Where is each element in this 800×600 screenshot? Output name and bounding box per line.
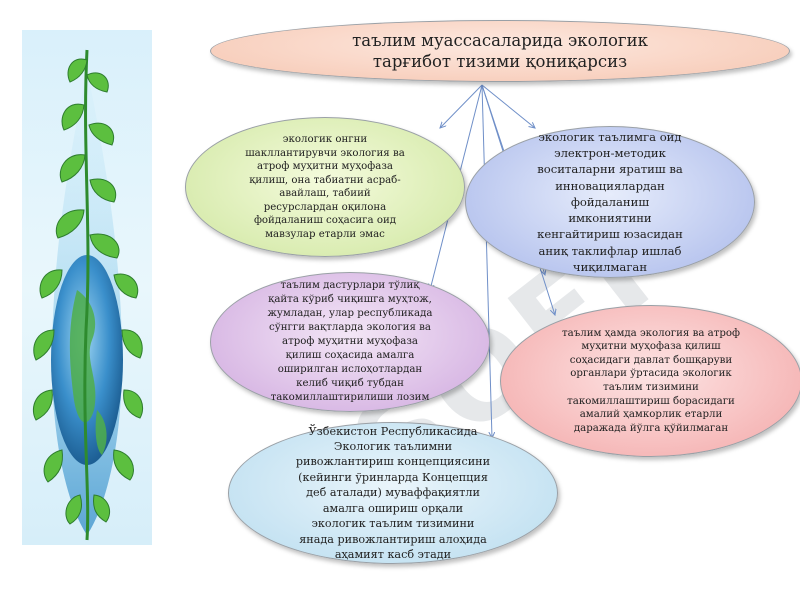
node-state-cooperation: таълим ҳамда экология ва атроф муҳитни м… xyxy=(500,305,800,457)
arrow-to-node-5 xyxy=(481,84,492,438)
node-concept-implementation: Ўзбекистон Республикасида Экологик таъли… xyxy=(228,422,558,564)
leaf-icons xyxy=(32,58,144,525)
node-text: таълим дастурлари тўлиқ қайта кўриб чиқи… xyxy=(267,280,433,403)
continent-shape xyxy=(69,290,96,423)
plant-stem xyxy=(83,49,90,541)
node-curriculum-review: таълим дастурлари тўлиқ қайта кўриб чиқи… xyxy=(210,272,490,412)
node-text: Ўзбекистон Республикасида Экологик таъли… xyxy=(295,424,491,561)
plant-globe-illustration xyxy=(32,49,144,541)
node-text: таълим ҳамда экология ва атроф муҳитни м… xyxy=(562,327,740,434)
diagram-title: таълим муассасаларида экологик тарғибот … xyxy=(352,31,648,71)
eco-illustration-panel xyxy=(22,30,152,545)
node-electronic-methods: экологик таълимга оид электрон-методик в… xyxy=(465,126,755,278)
node-text: экологик онгни шакллантирувчи экология в… xyxy=(245,134,405,240)
node-text: экологик таълимга оид электрон-методик в… xyxy=(537,129,683,275)
arrow-to-node-1 xyxy=(440,84,483,128)
arrow-to-node-2 xyxy=(481,84,535,128)
title-ellipse: таълим муассасаларида экологик тарғибот … xyxy=(210,20,790,82)
node-ecological-awareness: экологик онгни шакллантирувчи экология в… xyxy=(185,117,465,257)
continent-shape xyxy=(95,410,107,455)
